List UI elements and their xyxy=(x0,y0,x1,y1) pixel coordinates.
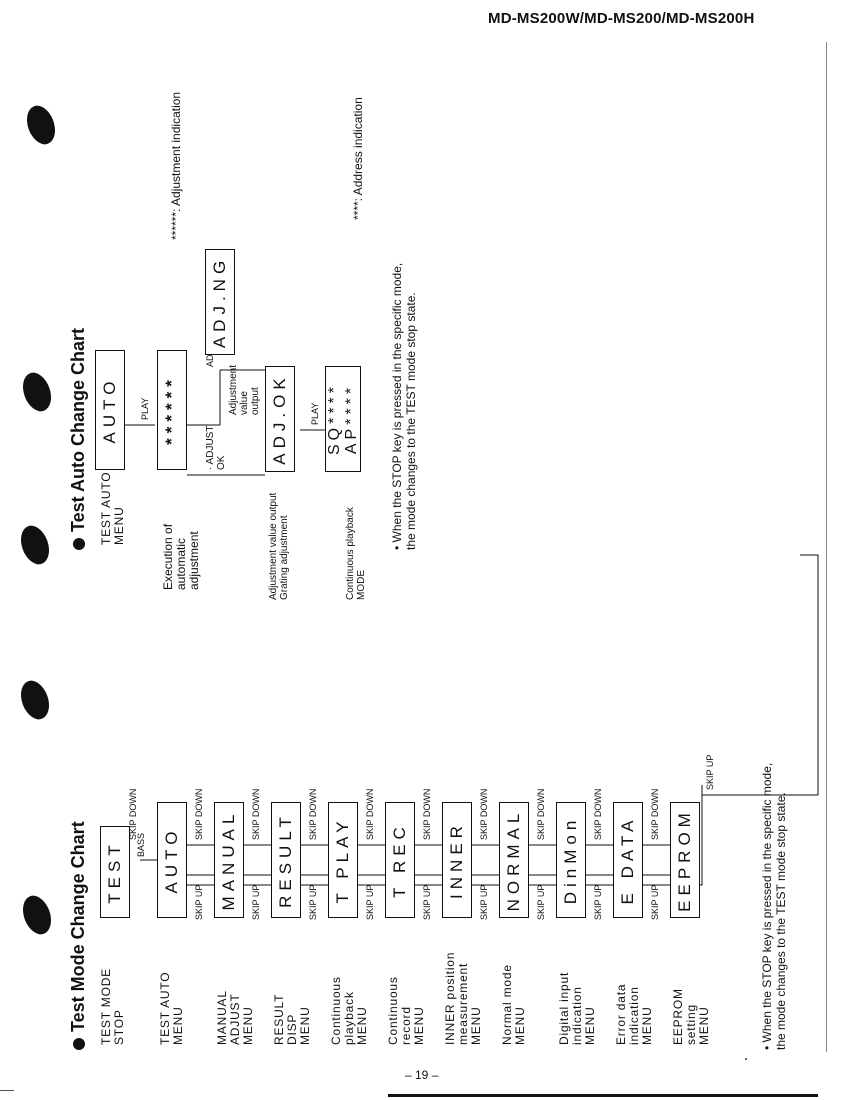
adjust-value-output-label: Adjustment value output xyxy=(228,364,261,415)
skip-down-label: SKIP DOWN xyxy=(422,788,432,840)
skip-up-label: SKIP UP xyxy=(365,884,375,920)
stray-dot xyxy=(745,1058,747,1060)
menu-display: EEPROM xyxy=(670,802,700,918)
play-key-label-2: PLAY xyxy=(310,402,320,425)
skip-down-label: SKIP DOWN xyxy=(365,788,375,840)
bullet-icon xyxy=(73,1038,86,1050)
menu-display: NORMAL xyxy=(499,802,529,918)
test-mode-stop-label: TEST MODE STOP xyxy=(99,968,126,1045)
menu-label: MANUAL ADJUST MENU xyxy=(215,990,255,1045)
rotated-content: Test Mode Change Chart TEST MODE STOP TE… xyxy=(0,30,848,1070)
menu-label: Digital input indication MENU xyxy=(557,971,597,1045)
menu-display: T REC xyxy=(385,802,415,918)
test-mode-note: • When the STOP key is pressed in the sp… xyxy=(760,762,788,1050)
skip-down-label: SKIP DOWN xyxy=(308,788,318,840)
menu-label: RESULT DISP MENU xyxy=(272,993,312,1045)
continuous-playback-label: Continuous playback MODE xyxy=(345,507,367,600)
menu-display: INNER xyxy=(442,802,472,918)
legend-adjust: ******: Adjustment indication xyxy=(169,91,183,240)
page-number: – 19 – xyxy=(405,1068,439,1082)
legend-address: ****: Address indication xyxy=(351,97,365,220)
play-key-label: PLAY xyxy=(140,397,150,420)
skip-up-label: SKIP UP xyxy=(650,884,660,920)
skip-up-label: SKIP UP xyxy=(251,884,261,920)
skip-down-label: SKIP DOWN xyxy=(593,788,603,840)
skip-up-loop-label: SKIP UP xyxy=(705,754,715,790)
ap-display: AP**** xyxy=(343,383,360,455)
menu-label: Normal mode MENU xyxy=(500,964,527,1045)
skip-down-label: SKIP DOWN xyxy=(536,788,546,840)
menu-display: T PLAY xyxy=(328,802,358,918)
adj-ok-label: Adjustment value output Grating adjustme… xyxy=(268,492,290,600)
menu-display: AUTO xyxy=(157,802,187,918)
skip-up-label: SKIP UP xyxy=(536,884,546,920)
exec-display: ****** xyxy=(157,350,187,470)
test-auto-title-text: Test Auto Change Chart xyxy=(68,327,88,532)
bottom-rule xyxy=(388,1094,818,1097)
adj-ok-display: ADJ.OK xyxy=(265,366,295,472)
test-mode-title: Test Mode Change Chart xyxy=(68,821,89,1050)
sq-display: SQ**** xyxy=(326,382,343,456)
menu-label: Continuous playback MENU xyxy=(329,976,369,1045)
skip-up-label: SKIP UP xyxy=(194,884,204,920)
skip-up-label: SKIP UP xyxy=(308,884,318,920)
menu-label: TEST AUTO MENU xyxy=(158,971,185,1045)
flow-lines xyxy=(120,369,819,886)
skip-up-label: SKIP UP xyxy=(422,884,432,920)
test-auto-note: • When the STOP key is pressed in the sp… xyxy=(390,262,418,550)
menu-display: DinMon xyxy=(556,802,586,918)
corner-mark xyxy=(0,1090,14,1091)
skip-down-label: SKIP DOWN xyxy=(194,788,204,840)
menu-label: Continuous record MENU xyxy=(386,976,426,1045)
menu-label: Error data indication MENU xyxy=(614,983,654,1045)
sq-ap-display: SQ**** AP**** xyxy=(325,366,361,472)
right-margin-rule xyxy=(826,42,827,1052)
menu-display: E DATA xyxy=(613,802,643,918)
menu-display: RESULT xyxy=(271,802,301,918)
exec-label: Execution of automatic adjustment xyxy=(161,523,201,590)
test-mode-title-text: Test Mode Change Chart xyxy=(68,821,88,1032)
test-display: TEST xyxy=(100,826,130,918)
test-auto-menu-display: AUTO xyxy=(95,350,125,470)
menu-display: MANUAL xyxy=(214,802,244,918)
skip-down-label: SKIP DOWN xyxy=(479,788,489,840)
skip-up-label: SKIP UP xyxy=(479,884,489,920)
skip-down-label: SKIP DOWN xyxy=(251,788,261,840)
menu-label: EEPROM setting MENU xyxy=(671,988,711,1045)
skip-up-label: SKIP UP xyxy=(593,884,603,920)
test-auto-title: Test Auto Change Chart xyxy=(68,328,89,550)
skip-down-loop-label: SKIP DOWN xyxy=(128,788,138,840)
menu-label: INNER position measurement MENU xyxy=(443,951,483,1045)
model-header: MD-MS200W/MD-MS200/MD-MS200H xyxy=(488,10,755,27)
bullet-icon xyxy=(73,538,86,550)
adj-ng-display: ADJ.NG xyxy=(205,249,235,355)
skip-down-label: SKIP DOWN xyxy=(650,788,660,840)
adjust-ok-label: · ADJUST OK xyxy=(205,425,227,470)
